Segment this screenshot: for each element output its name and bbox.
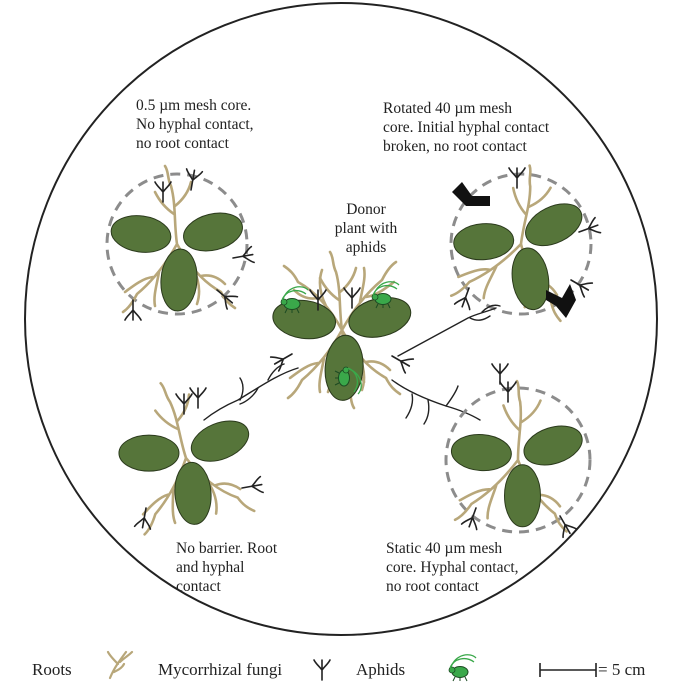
- legend-roots-label: Roots: [32, 660, 72, 680]
- label-bottom-left: No barrier. Root and hyphal contact: [176, 539, 277, 596]
- label-top-right: Rotated 40 µm mesh core. Initial hyphal …: [383, 99, 549, 156]
- legend-fungi-label: Mycorrhizal fungi: [158, 660, 282, 680]
- plant-top-left: [107, 166, 254, 320]
- scale-bar: [540, 663, 596, 677]
- label-donor: Donor plant with aphids: [316, 200, 416, 257]
- legend-aphids-label: Aphids: [356, 660, 405, 680]
- rotation-arrow-bottom: [546, 284, 576, 318]
- label-top-left: 0.5 µm mesh core. No hyphal contact, no …: [136, 96, 254, 153]
- label-bottom-right: Static 40 µm mesh core. Hyphal contact, …: [386, 539, 519, 596]
- legend-fungi-icon: [314, 660, 330, 680]
- plant-bottom-right: [446, 364, 592, 537]
- legend-aphid-icon: [449, 655, 476, 681]
- legend-roots-icon: [108, 652, 132, 678]
- scale-label: = 5 cm: [598, 660, 645, 680]
- plant-top-right: [447, 155, 603, 325]
